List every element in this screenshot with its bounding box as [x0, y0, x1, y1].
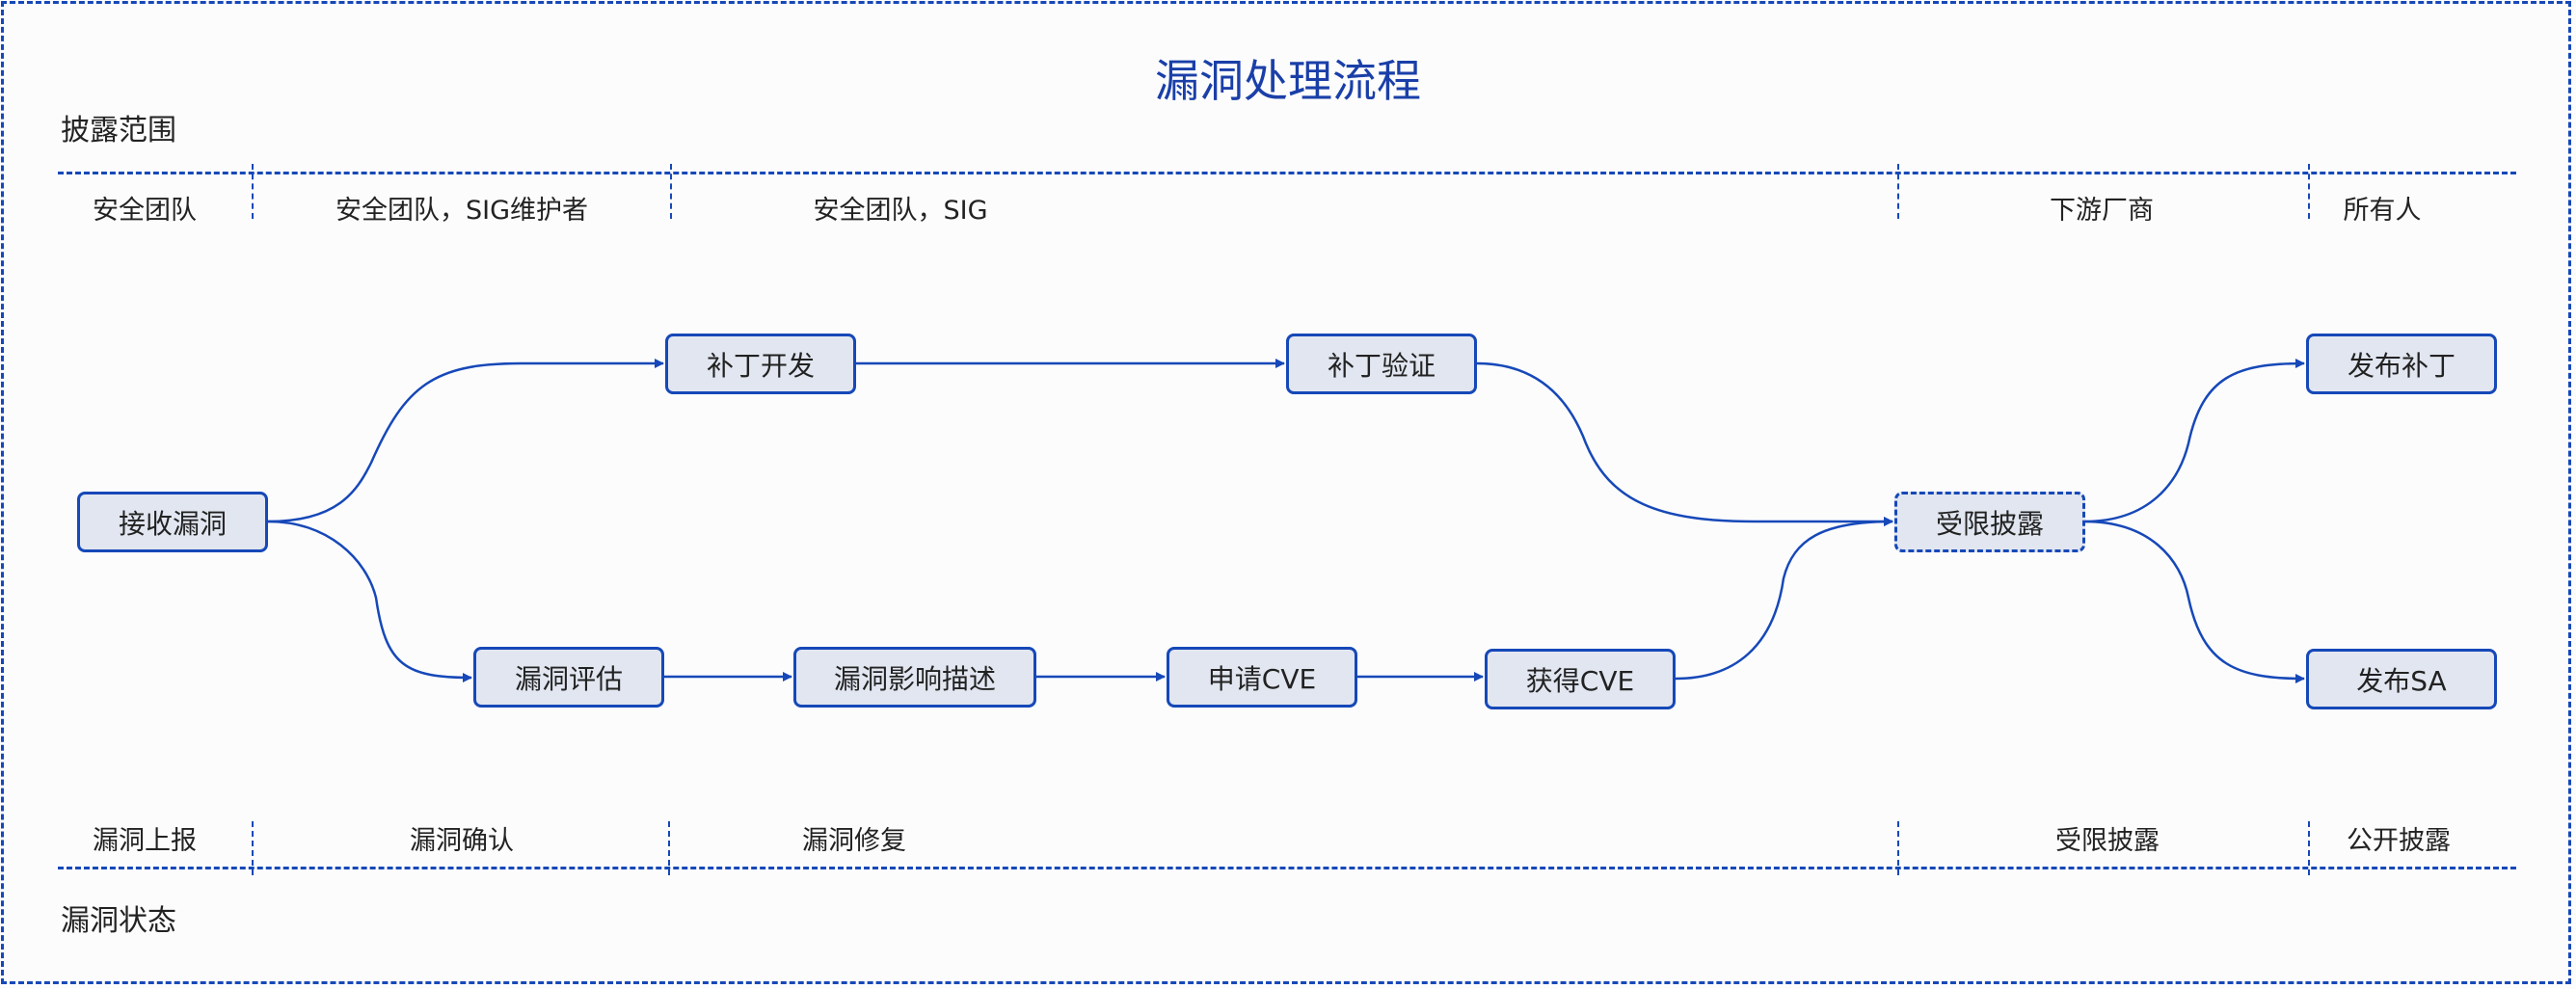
edge-receive-to-patch-dev: [267, 359, 664, 523]
diagram-title: 漏洞处理流程: [1155, 55, 1421, 107]
edge-limited-to-publish-sa: [2083, 520, 2305, 683]
edge-limited-to-publish-patch: [2083, 359, 2305, 523]
scope-lane-everyone: 所有人: [2343, 196, 2422, 226]
node-impact-description[interactable]: 漏洞影响描述: [793, 647, 1036, 708]
scope-divider: [252, 164, 254, 219]
edge-receive-to-assess: [267, 520, 472, 682]
status-lane-fixing: 漏洞修复: [802, 826, 906, 856]
status-divider: [2308, 821, 2310, 875]
scope-divider: [2308, 164, 2310, 219]
node-limited-disclosure[interactable]: 受限披露: [1894, 492, 2085, 552]
status-lane-limited-disclosure: 受限披露: [2055, 826, 2160, 856]
node-patch-verification[interactable]: 补丁验证: [1286, 334, 1477, 394]
scope-lane-security-sig-maintainers: 安全团队，SIG维护者: [335, 196, 589, 226]
node-obtain-cve[interactable]: 获得CVE: [1485, 649, 1676, 709]
scope-lane-security-sig: 安全团队，SIG: [813, 196, 988, 226]
node-patch-development[interactable]: 补丁开发: [665, 334, 856, 394]
status-divider: [252, 821, 254, 875]
vuln-status-line: [58, 867, 2516, 869]
node-receive-vulnerability[interactable]: 接收漏洞: [77, 492, 268, 552]
scope-divider: [670, 164, 672, 219]
status-lane-confirmed: 漏洞确认: [410, 826, 514, 856]
edge-get-cve-to-limited: [1675, 517, 1893, 681]
scope-divider: [1897, 164, 1899, 219]
status-divider: [1897, 821, 1899, 875]
node-apply-cve[interactable]: 申请CVE: [1167, 647, 1357, 708]
node-publish-patch[interactable]: 发布补丁: [2306, 334, 2497, 394]
disclosure-scope-line: [58, 172, 2516, 174]
scope-lane-downstream-vendors: 下游厂商: [2050, 196, 2154, 226]
node-vulnerability-assessment[interactable]: 漏洞评估: [473, 647, 664, 708]
node-publish-sa[interactable]: 发布SA: [2306, 649, 2497, 709]
scope-lane-security-team: 安全团队: [93, 196, 197, 226]
vuln-status-label: 漏洞状态: [61, 904, 176, 938]
edge-verify-to-limited: [1476, 361, 1893, 526]
status-lane-public-disclosure: 公开披露: [2347, 826, 2451, 856]
status-lane-reported: 漏洞上报: [93, 826, 197, 856]
status-divider: [668, 821, 670, 875]
disclosure-scope-label: 披露范围: [61, 114, 176, 147]
